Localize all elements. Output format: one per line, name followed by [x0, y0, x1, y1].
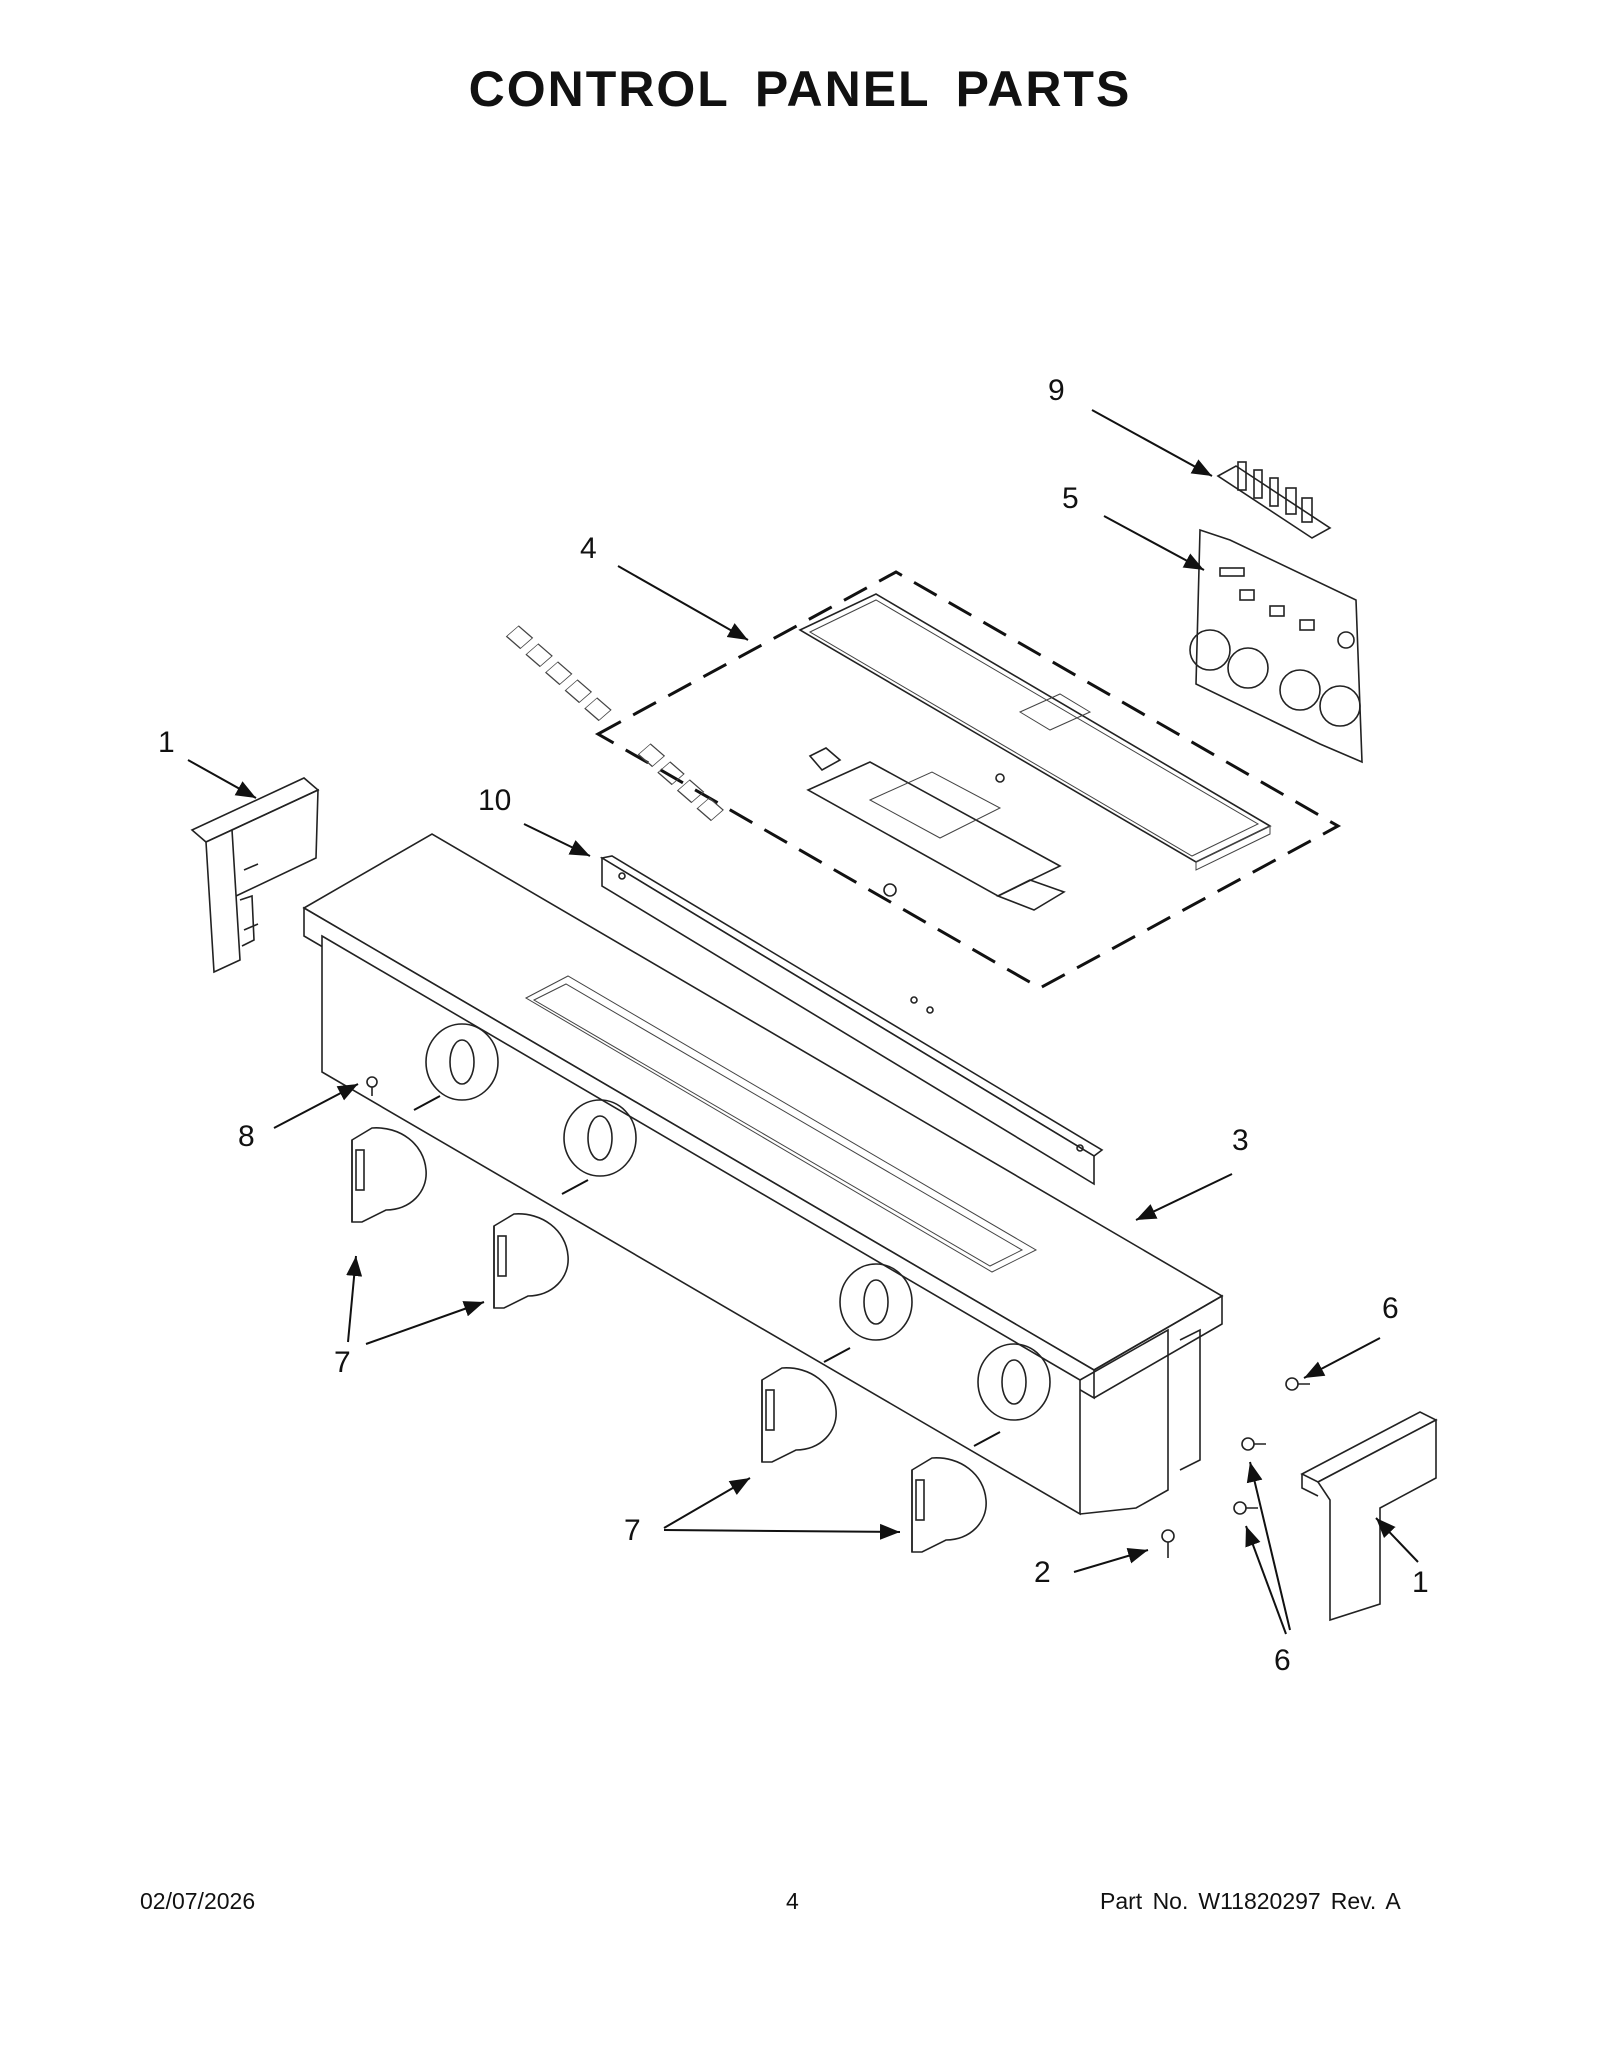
leader-6-right: [1303, 1337, 1381, 1379]
leader-10: [523, 823, 591, 857]
callout-9: 9: [1048, 374, 1065, 407]
trim-strip-part: [599, 855, 1104, 1186]
terminal-block-part: [1216, 461, 1332, 539]
assembly-boundary-4: [594, 570, 1342, 990]
knob-part-1: [351, 1127, 427, 1223]
callout-2: 2: [1034, 1556, 1051, 1589]
leader-7-a: [346, 1255, 363, 1343]
callout-7-lower: 7: [624, 1514, 641, 1547]
callout-6-right: 6: [1382, 1292, 1399, 1325]
leader-7-d: [663, 1523, 901, 1540]
leader-5: [1103, 515, 1205, 571]
callout-1-left: 1: [158, 726, 175, 759]
display-board-part: [806, 747, 1066, 911]
leader-1-right: [1375, 1517, 1419, 1563]
control-panel-housing-part: [302, 833, 1224, 1516]
leader-7-b: [365, 1301, 485, 1345]
control-overlay-part: [505, 593, 1272, 871]
callout-5: 5: [1062, 482, 1079, 515]
knob-part-3: [761, 1367, 837, 1463]
callout-4: 4: [580, 532, 597, 565]
callout-1-right: 1: [1412, 1566, 1429, 1599]
leader-7-c: [663, 1477, 751, 1529]
callout-6-lower: 6: [1274, 1644, 1291, 1677]
leader-3: [1135, 1173, 1233, 1221]
callout-10: 10: [478, 784, 511, 817]
screw-part-8: [366, 1076, 378, 1096]
leader-9: [1091, 409, 1213, 477]
knob-part-4: [911, 1457, 987, 1553]
end-cap-left-part: [190, 777, 320, 974]
footer-date: 02/07/2026: [140, 1888, 256, 1914]
leader-1-left: [187, 759, 257, 799]
callout-8: 8: [238, 1120, 255, 1153]
leader-2: [1073, 1548, 1149, 1573]
leader-4: [617, 565, 749, 641]
knob-part-2: [493, 1213, 569, 1309]
leader-6-a: [1246, 1461, 1291, 1631]
part-label: Part No.: [1100, 1888, 1189, 1914]
leader-6-b: [1245, 1525, 1287, 1635]
callout-7-upper: 7: [334, 1346, 351, 1379]
part-number: W11820297: [1198, 1888, 1321, 1914]
revision: Rev. A: [1330, 1888, 1401, 1914]
screw-part-6: [1233, 1377, 1310, 1515]
footer-page-number: 4: [786, 1888, 799, 1914]
leader-8: [273, 1083, 359, 1129]
callout-3: 3: [1232, 1124, 1249, 1157]
footer-part-info: Part No. W11820297 Rev. A: [1100, 1888, 1411, 1915]
power-board-part: [1189, 528, 1363, 764]
page-title: CONTROL PANEL PARTS: [468, 61, 1132, 117]
screw-part-2: [1161, 1529, 1175, 1558]
